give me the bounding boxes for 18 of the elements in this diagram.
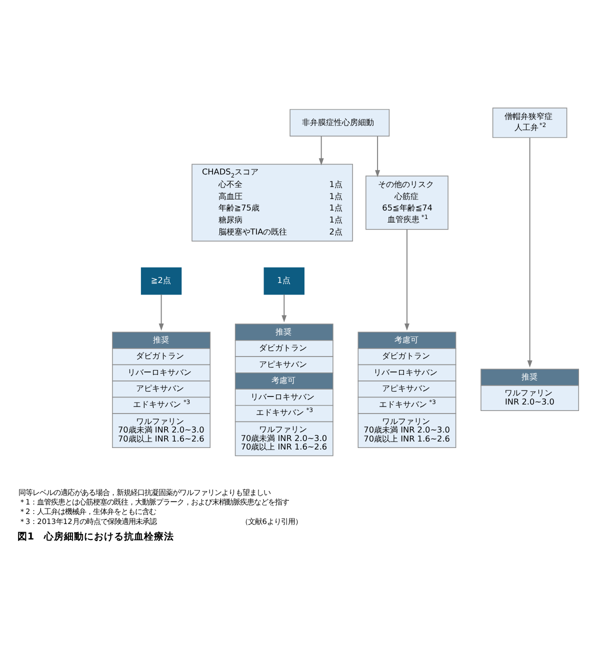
arrow	[318, 136, 324, 166]
caption: 図1 心房細動における抗血栓療法	[17, 532, 174, 543]
arrow	[282, 294, 287, 322]
node-box: その他のリスク 心筋症 65≦年齢≦74 血管疾患$^{*1}$	[366, 176, 448, 230]
arrow	[404, 229, 410, 331]
node-box: 非弁膜症性心房細動	[290, 109, 390, 136]
label: ＊1：血管疾患とは心筋梗塞の既往，大動脈プラーク，および末梢動脈疾患などを指す	[18, 498, 290, 507]
node-box: 1点	[264, 267, 304, 295]
arrow	[375, 136, 380, 178]
label: ＊3：2013年12月の時点で保険適用未承認	[18, 516, 156, 526]
label: ＊2：人工弁は機械弁，生体弁をともに含む	[18, 507, 156, 516]
node-box: 僧帽弁狭窄症 人工弁$^{*2}$	[492, 108, 568, 138]
arrow	[527, 137, 532, 368]
arrow	[158, 294, 164, 331]
node-box: ≧2点	[140, 267, 182, 295]
node-box: CHADS$_{2}$スコア 心不全 1点 高血圧 1点 年齢≧75歳 1点 糖尿病 1点 脳梗塞やTIAの既往 2点	[192, 164, 353, 242]
label: 同等レベルの適応がある場合，新規経口抗凝固薬がワルファリンよりも望ましい	[18, 488, 270, 497]
label: （文献6より引用）	[241, 516, 302, 526]
